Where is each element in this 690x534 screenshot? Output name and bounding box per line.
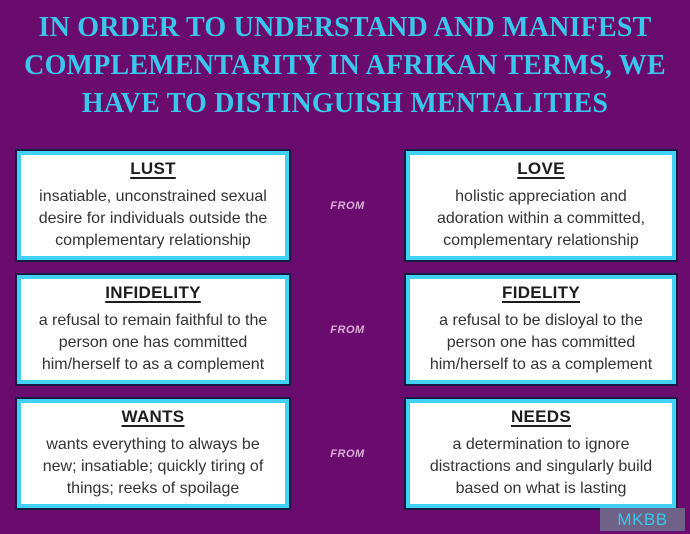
concept-definition-love: holistic appreciation and adoration with… — [436, 188, 646, 249]
concept-heading-love: LOVE — [517, 159, 565, 178]
concept-definition-infidelity: a refusal to remain faithful to the pers… — [38, 312, 268, 373]
comparison-row-infidelity-fidelity: INFIDELITY a refusal to remain faithful … — [15, 273, 678, 386]
concept-heading-fidelity: FIDELITY — [502, 283, 580, 302]
comparison-row-wants-needs: WANTS wants everything to always be new;… — [15, 397, 678, 510]
connector: FROM — [291, 149, 404, 262]
comparison-rows: LUST insatiable, unconstrained sexual de… — [15, 149, 678, 521]
concept-box-needs: NEEDS a determination to ignore distract… — [404, 397, 678, 510]
connector-label-from: FROM — [330, 323, 365, 336]
concept-heading-needs: NEEDS — [510, 407, 572, 426]
connector-label-from: FROM — [330, 447, 365, 460]
connector-label-from: FROM — [330, 199, 365, 212]
concept-definition-fidelity: a refusal to be disloyal to the person o… — [429, 312, 653, 373]
concept-heading-wants: WANTS — [121, 407, 185, 426]
concept-definition-lust: insatiable, unconstrained sexual desire … — [38, 188, 268, 249]
concept-box-fidelity: FIDELITY a refusal to be disloyal to the… — [404, 273, 678, 386]
connector: FROM — [291, 397, 404, 510]
concept-box-wants: WANTS wants everything to always be new;… — [15, 397, 291, 510]
connector: FROM — [291, 273, 404, 386]
concept-heading-infidelity: INFIDELITY — [105, 283, 201, 302]
concept-heading-lust: LUST — [130, 159, 176, 178]
concept-box-lust: LUST insatiable, unconstrained sexual de… — [15, 149, 291, 262]
comparison-row-lust-love: LUST insatiable, unconstrained sexual de… — [15, 149, 678, 262]
concept-box-infidelity: INFIDELITY a refusal to remain faithful … — [15, 273, 291, 386]
watermark-badge: MKBB — [600, 508, 685, 531]
concept-box-love: LOVE holistic appreciation and adoration… — [404, 149, 678, 262]
concept-definition-wants: wants everything to always be new; insat… — [42, 436, 264, 497]
concept-definition-needs: a determination to ignore distractions a… — [429, 436, 653, 497]
slide-title: IN ORDER TO UNDERSTAND AND MANIFEST COMP… — [24, 12, 666, 119]
